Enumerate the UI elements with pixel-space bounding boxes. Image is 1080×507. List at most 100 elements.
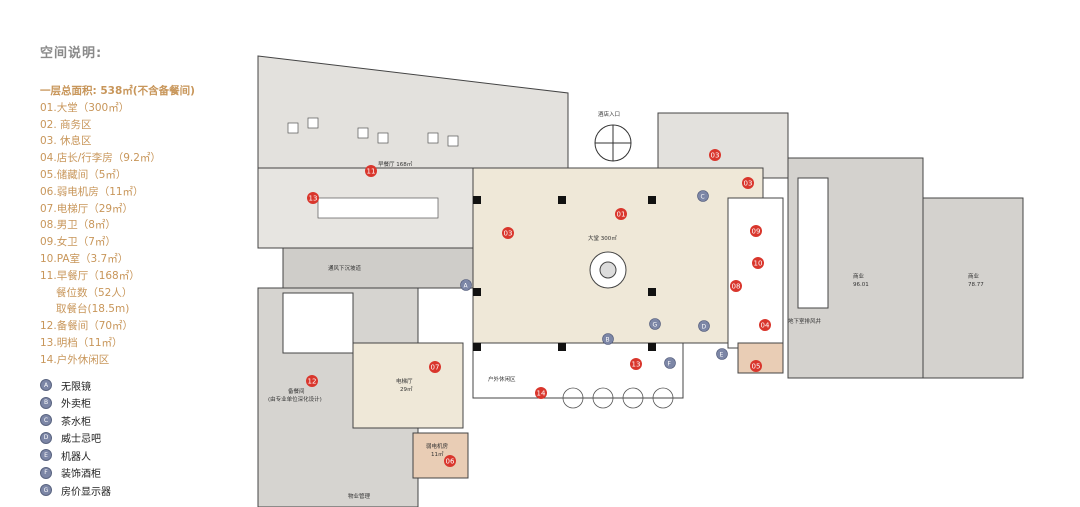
svg-text:10: 10 — [754, 260, 763, 268]
label-weak-room: 弱电机房 — [426, 442, 449, 450]
label-corridor: 通风下沉坡道 — [328, 264, 362, 272]
marker-label: 房价显示器 — [61, 486, 111, 498]
area-list: 01.大堂（300㎡） 02. 商务区 03. 休息区 04.店长/行李房（9.2㎡）… — [40, 100, 230, 369]
label-shop2-area: 78.77 — [968, 282, 984, 288]
svg-text:B: B — [606, 337, 610, 344]
label-shop1: 商业 — [853, 272, 865, 280]
svg-text:03: 03 — [711, 152, 720, 160]
feature-marker: F — [664, 357, 676, 369]
svg-text:09: 09 — [752, 228, 761, 236]
label-lobby: 大堂 300㎡ — [588, 234, 617, 242]
label-elevator-area: 29㎡ — [400, 385, 413, 393]
label-shop1-area: 96.01 — [853, 282, 869, 288]
svg-text:D: D — [702, 324, 707, 331]
room-badge: 14 — [535, 387, 547, 399]
feature-marker: G — [649, 318, 661, 330]
label-entrance: 酒店入口 — [598, 110, 620, 118]
svg-text:13: 13 — [309, 195, 318, 203]
legend-panel: 空间说明: 一层总面积: 538㎡(不含备餐间) 01.大堂（300㎡）02. … — [40, 42, 230, 499]
svg-text:07: 07 — [431, 364, 440, 372]
feature-marker: B — [602, 333, 614, 345]
marker-legend-item: E 机器人 — [40, 447, 230, 465]
legend-title: 空间说明: — [40, 46, 103, 61]
room-badge: 03 — [709, 149, 721, 161]
svg-text:13: 13 — [632, 361, 641, 369]
svg-text:A: A — [464, 283, 469, 290]
room-badge: 05 — [750, 360, 762, 372]
marker-dot-icon: C — [40, 414, 52, 427]
room-badge: 13 — [307, 192, 319, 204]
svg-text:12: 12 — [308, 378, 317, 386]
room-badge: 12 — [306, 375, 318, 387]
area-item: 12.备餐间（70㎡） — [40, 320, 134, 333]
room-badge: 13 — [630, 358, 642, 370]
room-badge: 06 — [444, 455, 456, 467]
marker-label: 装饰酒柜 — [61, 469, 101, 481]
marker-legend-item: A 无限镜 — [40, 377, 230, 395]
marker-legend-item: C 茶水柜 — [40, 412, 230, 430]
area-item: 14.户外休闲区 — [40, 353, 110, 366]
label-shop2: 商业 — [968, 272, 980, 280]
marker-label: 茶水柜 — [61, 416, 91, 428]
feature-marker: A — [460, 279, 472, 291]
area-item: 01.大堂（300㎡） — [40, 101, 130, 114]
marker-dot-icon: E — [40, 449, 52, 462]
area-item: 07.电梯厅（29㎡） — [40, 202, 134, 215]
marker-label: 威士忌吧 — [61, 434, 101, 446]
label-outdoor: 户外休闲区 — [488, 375, 516, 383]
area-item: 11.早餐厅（168㎡） — [40, 269, 140, 282]
label-pantry: 备餐间 — [288, 387, 305, 395]
room-badge: 11 — [365, 165, 377, 177]
area-item: 06.弱电机房（11㎡） — [40, 185, 144, 198]
marker-legend-item: D 威士忌吧 — [40, 429, 230, 447]
area-item: 04.店长/行李房（9.2㎡） — [40, 152, 161, 165]
area-item: 08.男卫（8㎡） — [40, 219, 116, 232]
svg-text:E: E — [720, 352, 724, 359]
label-weak-area: 11㎡ — [431, 450, 444, 458]
area-item: 10.PA室（3.7㎡） — [40, 252, 129, 265]
svg-text:03: 03 — [744, 180, 753, 188]
room-badge: 04 — [759, 319, 771, 331]
svg-text:14: 14 — [537, 390, 546, 398]
svg-text:01: 01 — [617, 211, 626, 219]
svg-text:04: 04 — [761, 322, 770, 330]
feature-marker: C — [697, 190, 709, 202]
svg-text:11: 11 — [367, 168, 376, 176]
area-item: 02. 商务区 — [40, 118, 92, 131]
room-badge: 03 — [742, 177, 754, 189]
feature-marker: E — [716, 348, 728, 360]
marker-dot-icon: A — [40, 379, 52, 392]
room-badge: 07 — [429, 361, 441, 373]
svg-text:G: G — [653, 322, 658, 329]
floor-plan-svg: 早餐厅 168㎡ 大堂 300㎡ 电梯厅 29㎡ 备餐间 (由专业单位深化设计)… — [257, 55, 1024, 507]
room-badge: 08 — [730, 280, 742, 292]
svg-text:08: 08 — [732, 283, 741, 291]
svg-text:05: 05 — [752, 363, 761, 371]
svg-text:F: F — [668, 361, 672, 368]
label-pantry-note: (由专业单位深化设计) — [268, 395, 322, 403]
room-badge: 09 — [750, 225, 762, 237]
marker-dot-icon: D — [40, 431, 52, 444]
floor-plan: 早餐厅 168㎡ 大堂 300㎡ 电梯厅 29㎡ 备餐间 (由专业单位深化设计)… — [228, 38, 1058, 507]
label-property: 物业管理 — [348, 492, 371, 500]
marker-legend-item: G 房价显示器 — [40, 482, 230, 500]
area-item: 餐位数（52人） — [56, 286, 133, 299]
area-item: 05.储藏间（5㎡） — [40, 168, 127, 181]
label-basement: 地下室排风井 — [788, 317, 822, 325]
marker-label: 机器人 — [61, 451, 91, 463]
feature-marker: D — [698, 320, 710, 332]
area-item: 取餐台(18.5m) — [56, 303, 130, 316]
svg-text:06: 06 — [446, 458, 455, 466]
room-badge: 03 — [502, 227, 514, 239]
svg-text:C: C — [701, 194, 705, 201]
label-elevator: 电梯厅 — [396, 377, 413, 385]
area-item: 03. 休息区 — [40, 135, 92, 148]
label-breakfast: 早餐厅 168㎡ — [378, 160, 413, 168]
area-item: 09.女卫（7㎡） — [40, 236, 116, 249]
marker-label: 无限镜 — [61, 381, 91, 393]
marker-dot-icon: G — [40, 484, 52, 497]
marker-legend-item: F 装饰酒柜 — [40, 464, 230, 482]
marker-dot-icon: F — [40, 466, 52, 479]
